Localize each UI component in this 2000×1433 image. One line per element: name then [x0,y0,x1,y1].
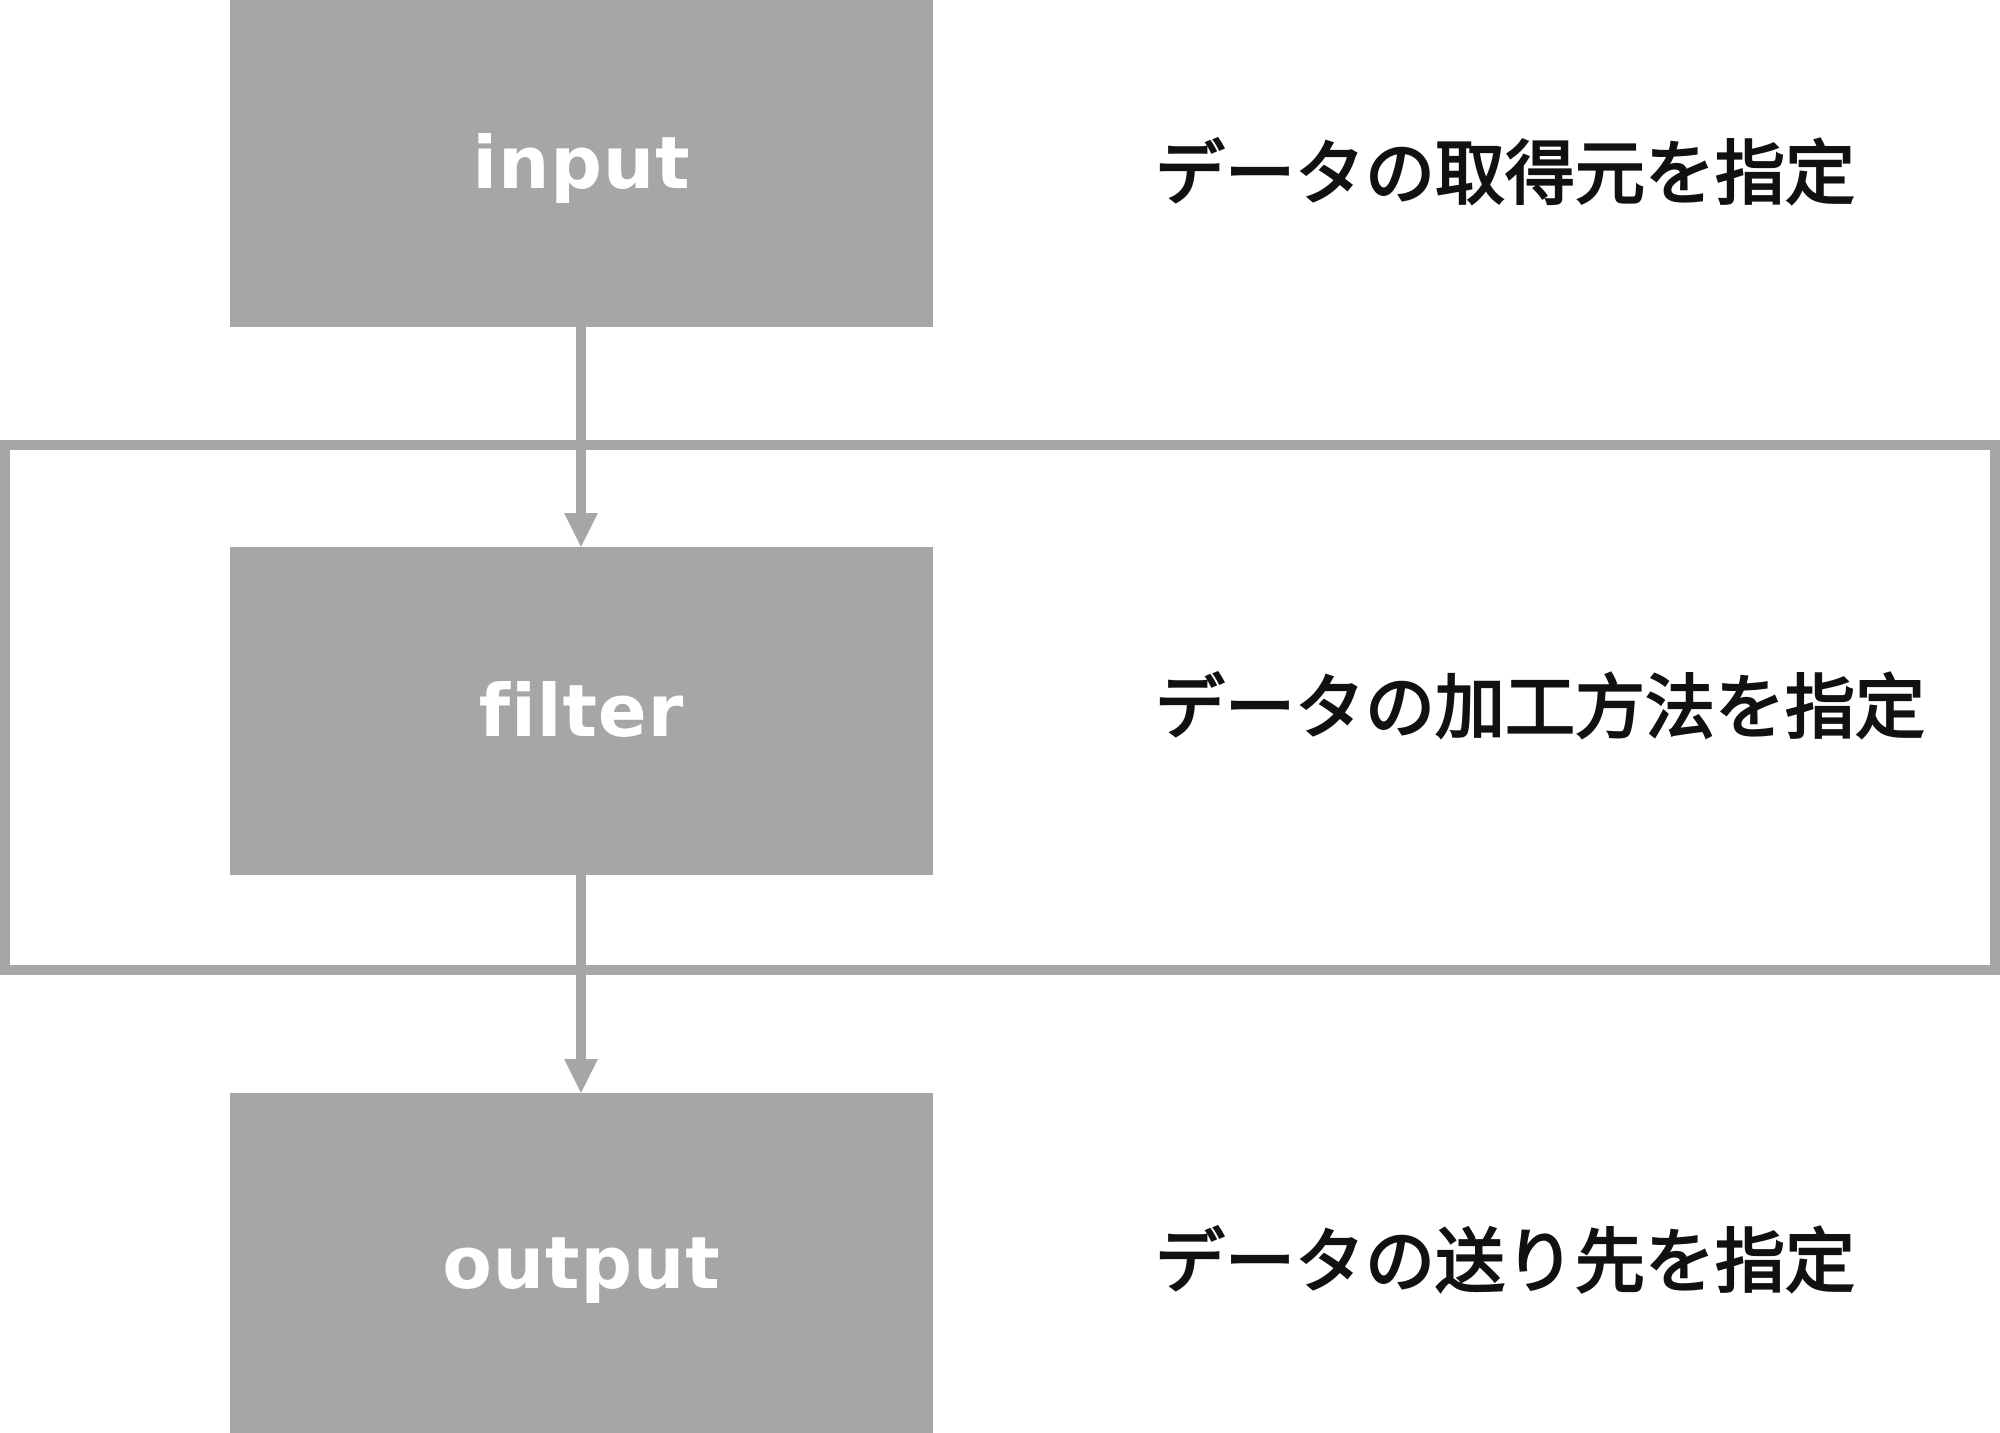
filter-stage-box: filter [230,547,933,875]
arrowhead-filter [564,513,598,547]
filter-highlight-frame [0,440,2000,975]
arrowhead-output [564,1059,598,1093]
filter-stage-description: データの加工方法を指定 [1155,667,1925,749]
input-stage-box: input [230,0,933,327]
output-stage-label: output [442,1221,721,1305]
input-stage-label: input [472,121,691,205]
output-stage-box: output [230,1093,933,1433]
input-stage-description: データの取得元を指定 [1155,133,1855,215]
output-stage-description: データの送り先を指定 [1155,1221,1855,1303]
filter-stage-label: filter [478,669,685,753]
